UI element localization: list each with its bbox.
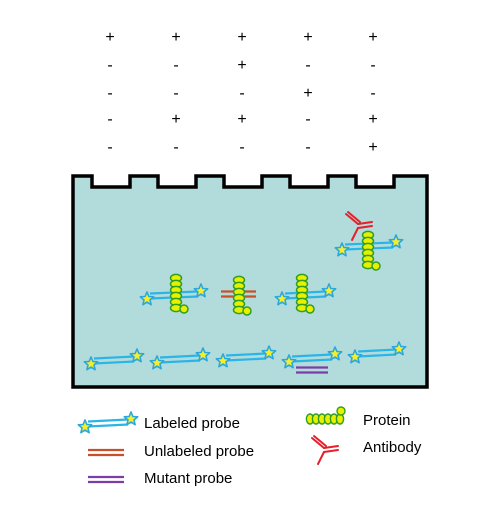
star-label-icon [327,346,343,361]
labeled-probe [215,345,277,368]
matrix-cell: + [303,85,312,102]
protein-complex [169,273,189,314]
protein-icon [305,406,346,425]
gel-outline [71,174,429,389]
legend-protein: Protein [363,412,411,429]
matrix-cell: - [107,139,112,156]
star-label-icon [149,355,165,370]
matrix-cell: + [171,29,180,46]
matrix-cell: + [171,111,180,128]
labeled-probe [149,347,211,370]
star-label-icon [391,341,407,356]
star-label-icon [347,349,363,364]
labeled-probe [83,348,145,371]
matrix-cell: - [305,139,310,156]
matrix-cell: - [173,139,178,156]
gel-contents [83,211,407,374]
matrix-cell: - [173,57,178,74]
unlabeled-probe-icon [88,448,124,457]
matrix-cell: - [370,85,375,102]
antibody-shape [311,435,339,465]
labeled-probe [139,283,209,306]
star-label-icon [281,354,297,369]
star-label-icon [261,345,277,360]
star-label-icon [321,283,337,298]
matrix-cell: + [237,57,246,74]
matrix-cell: + [237,29,246,46]
supershifted-complex [334,211,404,271]
matrix-cell: - [107,85,112,102]
protein-complex [295,273,315,314]
matrix-cell: - [305,111,310,128]
labeled-probe [281,346,343,369]
matrix-cell: - [107,57,112,74]
star-label-icon [123,411,139,426]
antibody [345,211,373,241]
matrix-cell: - [239,85,244,102]
star-label-icon [193,283,209,298]
matrix-cell: - [239,139,244,156]
mutant-probe [296,366,328,374]
matrix-cell: - [370,57,375,74]
star-label-icon [83,356,99,371]
mutant-probe-icon [88,475,124,484]
star-label-icon [77,419,93,434]
matrix-cell: + [368,111,377,128]
star-label-icon [334,242,350,257]
shifted-complex [139,273,209,314]
labeled-probe [77,411,139,434]
shifted-complex [274,273,337,314]
star-label-icon [215,353,231,368]
star-label-icon [129,348,145,363]
matrix-cell: + [105,29,114,46]
matrix-cell: - [173,85,178,102]
star-label-icon [274,291,290,306]
matrix-cell: + [303,29,312,46]
labeled-probe-icon [77,411,139,434]
matrix-cell: + [237,111,246,128]
legend: Labeled probe Unlabeled probe Mutant pro… [77,406,422,487]
labeled-probe [347,341,407,364]
matrix-cell: + [368,139,377,156]
antibody-icon [311,435,339,465]
star-label-icon [139,291,155,306]
matrix-cell: - [305,57,310,74]
protein-complex [232,275,252,316]
matrix-cell: - [107,111,112,128]
matrix-cell: + [368,29,377,46]
protein-complex [361,230,381,271]
star-label-icon [195,347,211,362]
competitor-complex [221,275,256,316]
legend-unlabeled-probe: Unlabeled probe [144,443,254,460]
legend-mutant-probe: Mutant probe [144,470,232,487]
star-label-icon [388,234,404,249]
lane-sign-matrix: + + + + + - - + - - - - - + - - + + - + … [105,29,377,156]
legend-labeled-probe: Labeled probe [144,415,240,432]
legend-antibody: Antibody [363,439,422,456]
